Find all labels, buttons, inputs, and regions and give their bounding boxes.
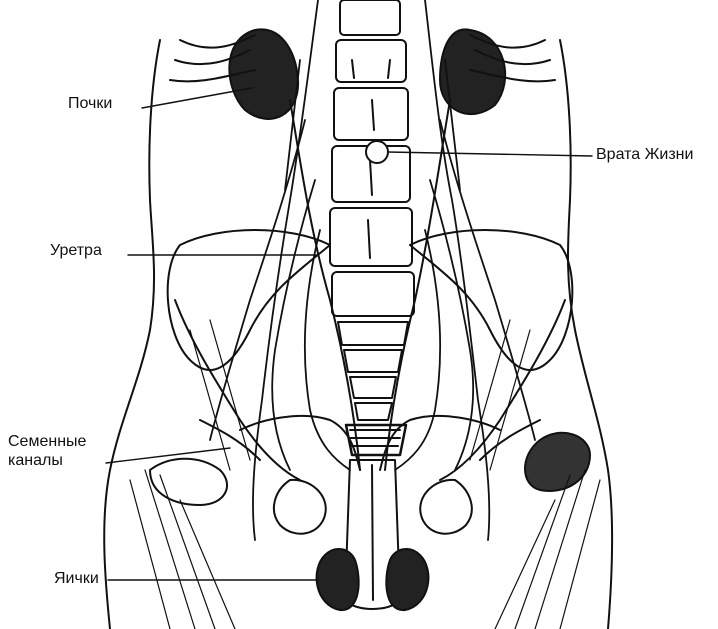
hip-joint-right — [525, 433, 590, 491]
label-seminal-ducts-line1: Семенные — [8, 432, 86, 451]
label-seminal-ducts-line2: каналы — [8, 451, 86, 470]
ureter-left — [290, 100, 360, 470]
hip-joint-left — [150, 459, 227, 505]
torso-outline-right — [560, 40, 612, 629]
testicle-right — [386, 549, 428, 610]
torso-outline-left — [104, 40, 160, 629]
ureter-right — [385, 100, 450, 470]
label-testicles: Яички — [54, 569, 99, 588]
kidney-right — [440, 29, 555, 114]
pelvis — [168, 230, 573, 534]
spine — [330, 0, 414, 455]
label-kidneys: Почки — [68, 94, 112, 113]
testicle-left — [317, 549, 359, 610]
label-gate-of-life: Врата Жизни — [596, 145, 693, 164]
label-seminal-ducts: Семенные каналы — [8, 432, 86, 470]
gate-of-life-point — [366, 141, 388, 163]
leader-gate-of-life — [388, 152, 592, 156]
label-urethra: Уретра — [50, 241, 102, 260]
kidney-left — [170, 29, 298, 119]
